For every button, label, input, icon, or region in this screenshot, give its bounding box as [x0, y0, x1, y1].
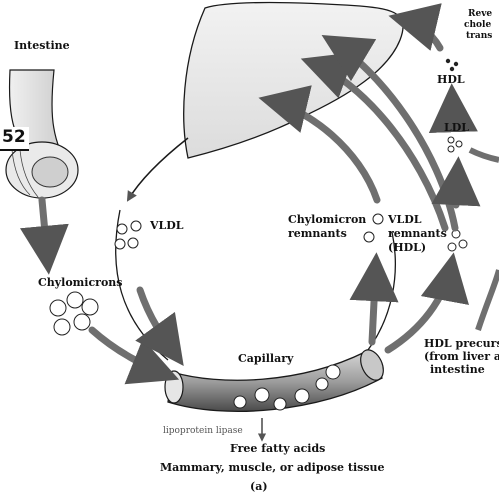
chylomicron-remnants-label-2: remnants [288, 228, 347, 240]
chylomicrons-label: Chylomicrons [38, 277, 123, 289]
panel-label: (a) [250, 481, 268, 493]
capillary-label: Capillary [238, 353, 293, 365]
hdl-precursors-label-2: (from liver a [424, 351, 499, 363]
intestine-label: Intestine [14, 40, 70, 52]
free-fatty-acids-label: Free fatty acids [230, 443, 325, 455]
liver-to-vldl-arrow [128, 138, 188, 200]
vldl-remnants-label-1: VLDL [388, 214, 422, 226]
page-badge: 52 [0, 127, 29, 151]
vldl-label: VLDL [150, 220, 184, 232]
chylomicron-remnants-label-1: Chylomicron [288, 214, 366, 226]
ldl-label: LDL [444, 122, 469, 134]
hdl-precursors-label-3: intestine [430, 364, 485, 376]
lipoprotein-lipase-label: lipoprotein lipase [163, 425, 243, 437]
vldl-remnants-label-3: (HDL) [388, 242, 426, 254]
hdl-precursors-label-1: HDL precurs [424, 338, 499, 350]
vldl-remnants-label-2: remnants [388, 228, 447, 240]
right-edge-arrow [470, 150, 499, 160]
vldl-particles [115, 221, 141, 249]
tissue-label: Mammary, muscle, or adipose tissue [160, 462, 385, 474]
hdl-label: HDL [437, 74, 465, 86]
cut-label-3: trans [466, 30, 492, 42]
liver-shape [184, 3, 403, 159]
right-edge-arrow-2 [478, 270, 499, 330]
